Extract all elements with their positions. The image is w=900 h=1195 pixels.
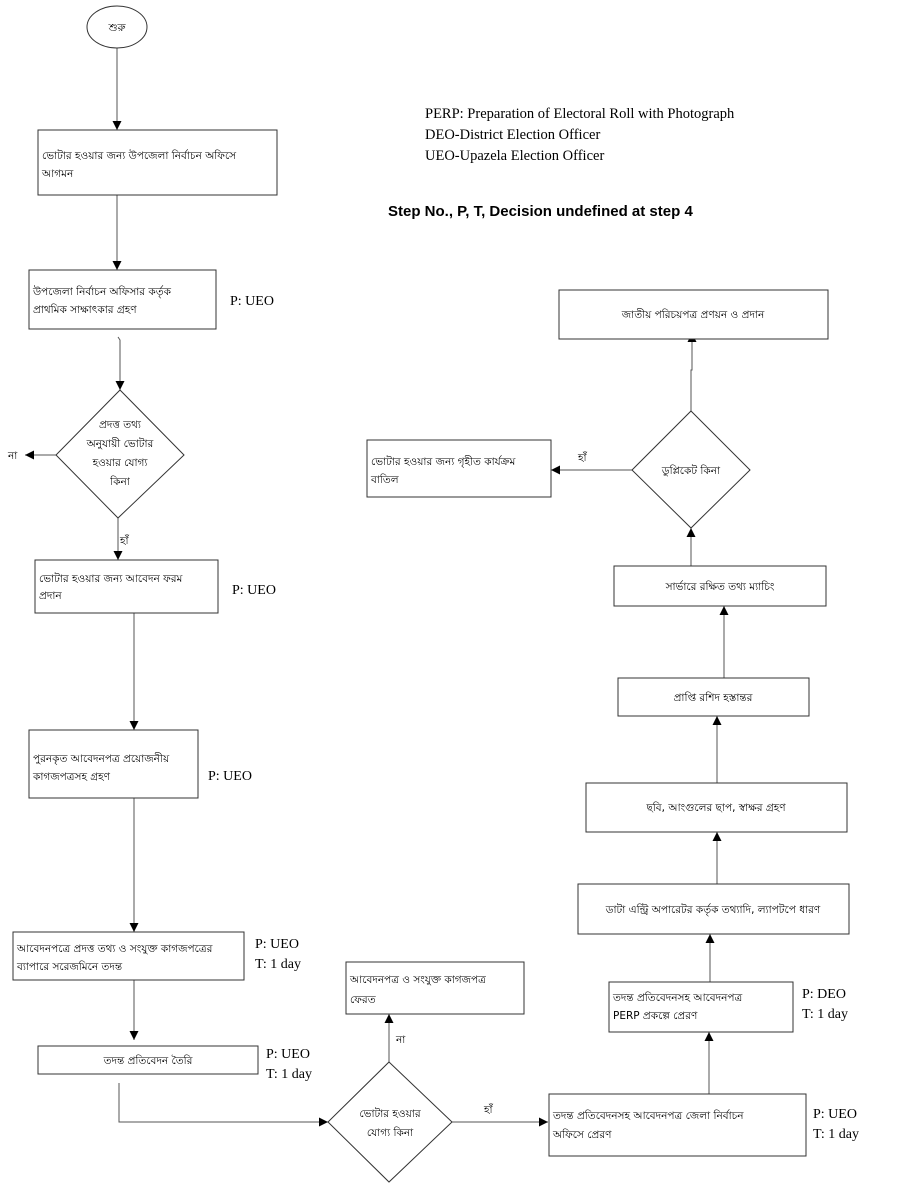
process-box bbox=[608, 981, 794, 1033]
legend-line-ueo: UEO-Upazela Election Officer bbox=[425, 148, 604, 164]
legend: PERP: Preparation of Electoral Roll with… bbox=[425, 106, 735, 164]
node-label: প্রাপ্তি রশিদ হস্তান্তর bbox=[674, 691, 754, 704]
decision-diamond bbox=[55, 389, 185, 519]
node-label: প্রাথমিক সাক্ষাৎকার গ্রহণ bbox=[33, 303, 137, 316]
process-capture: ছবি, আংগুলের ছাপ, স্বাক্ষর গ্রহণ bbox=[585, 782, 848, 833]
process-box bbox=[613, 565, 827, 607]
performer-label: P: UEO bbox=[230, 294, 274, 309]
decision-eligible: প্রদত্ত তথ্য অনুযায়ী ভোটার হওয়ার যোগ্য… bbox=[55, 389, 185, 519]
node-label: প্রদান bbox=[39, 590, 62, 602]
process-arrival: ভোটার হওয়ার জন্য উপজেলা নির্বাচন অফিসে … bbox=[37, 129, 278, 196]
node-label: ভোটার হওয়ার জন্য উপজেলা নির্বাচন অফিসে bbox=[42, 149, 237, 162]
edge-label-yes: হাঁ bbox=[577, 450, 588, 464]
process-receipt: প্রাপ্তি রশিদ হস্তান্তর bbox=[617, 677, 810, 717]
edge-label-yes: হাঁ bbox=[119, 533, 130, 547]
process-send-perp: তদন্ত প্রতিবেদনসহ আবেদনপত্র PERP প্রকল্প… bbox=[608, 981, 848, 1033]
legend-line-deo: DEO-District Election Officer bbox=[425, 127, 600, 143]
node-label: শুরু bbox=[107, 22, 126, 34]
process-form-provide: ভোটার হওয়ার জন্য আবেদন ফরম প্রদান P: UE… bbox=[34, 559, 276, 614]
legend-line-perp: PERP: Preparation of Electoral Roll with… bbox=[425, 106, 735, 122]
diagram-heading: Step No., P, T, Decision undefined at st… bbox=[388, 203, 693, 220]
node-label: উপজেলা নির্বাচন অফিসার কর্তৃক bbox=[32, 285, 172, 298]
node-label: হওয়ার যোগ্য bbox=[92, 457, 149, 469]
node-label: কাগজপত্রসহ গ্রহণ bbox=[32, 771, 111, 783]
process-box bbox=[28, 269, 217, 330]
process-box bbox=[37, 1045, 259, 1075]
node-label: অফিসে প্রেরণ bbox=[552, 1128, 612, 1141]
performer-label: P: UEO bbox=[266, 1047, 310, 1062]
edge-interview-decision bbox=[115, 336, 125, 390]
node-label: তদন্ত প্রতিবেদনসহ আবেদনপত্র জেলা নির্বাচ… bbox=[552, 1109, 744, 1122]
node-label: ডাটা এন্ট্রি অপারেটর কর্তৃক তথ্যাদি, ল্য… bbox=[605, 903, 821, 916]
process-box bbox=[345, 961, 525, 1015]
edge-report-qualify bbox=[118, 1083, 328, 1127]
time-label: T: 1 day bbox=[802, 1007, 848, 1022]
node-label: অনুযায়ী ভোটার bbox=[86, 437, 155, 450]
node-label: যোগ্য কিনা bbox=[367, 1126, 414, 1139]
process-box bbox=[366, 439, 552, 498]
time-label: T: 1 day bbox=[266, 1067, 312, 1082]
process-report: তদন্ত প্রতিবেদন তৈরি P: UEO T: 1 day bbox=[37, 1045, 312, 1082]
time-label: T: 1 day bbox=[813, 1127, 859, 1142]
process-cancel: ভোটার হওয়ার জন্য গৃহীত কার্যক্রম বাতিল bbox=[366, 439, 552, 498]
node-label: তদন্ত প্রতিবেদনসহ আবেদনপত্র bbox=[612, 991, 744, 1004]
node-label: পুরনকৃত আবেদনপত্র প্রয়োজনীয় bbox=[33, 752, 170, 765]
process-box bbox=[585, 782, 848, 833]
edge-label-no: না bbox=[7, 450, 18, 462]
node-label: ডুপ্লিকেট কিনা bbox=[661, 464, 721, 477]
edges bbox=[25, 48, 729, 1127]
node-label: ভোটার হওয়ার জন্য আবেদন ফরম bbox=[39, 572, 184, 585]
start-ellipse bbox=[86, 5, 148, 49]
process-matching: সার্ভারে রক্ষিত তথ্য ম্যাচিং bbox=[613, 565, 827, 607]
process-data-entry: ডাটা এন্ট্রি অপারেটর কর্তৃক তথ্যাদি, ল্য… bbox=[577, 883, 850, 935]
process-id-card: জাতীয় পরিচয়পত্র প্রণয়ন ও প্রদান bbox=[558, 289, 829, 340]
edge-duplicate-idcard bbox=[687, 333, 697, 411]
node-label: সার্ভারে রক্ষিত তথ্য ম্যাচিং bbox=[665, 580, 775, 593]
process-return-docs: আবেদনপত্র ও সংযুক্ত কাগজপত্র ফেরত bbox=[345, 961, 525, 1015]
node-label: আবেদনপত্র ও সংযুক্ত কাগজপত্র bbox=[349, 974, 487, 986]
start-node: শুরু bbox=[86, 5, 148, 49]
node-label: প্রদত্ত তথ্য bbox=[99, 419, 142, 431]
process-box bbox=[37, 129, 278, 196]
node-label: কিনা bbox=[109, 475, 131, 488]
edge-label-yes: হাঁ bbox=[483, 1102, 494, 1116]
process-send-district: তদন্ত প্রতিবেদনসহ আবেদনপত্র জেলা নির্বাচ… bbox=[548, 1093, 859, 1157]
time-label: T: 1 day bbox=[255, 957, 301, 972]
performer-label: P: UEO bbox=[232, 583, 276, 598]
decision-duplicate: ডুপ্লিকেট কিনা bbox=[631, 410, 751, 529]
performer-label: P: UEO bbox=[255, 937, 299, 952]
node-label: আগমন bbox=[41, 168, 74, 180]
node-label: ভোটার হওয়ার bbox=[359, 1107, 421, 1120]
decision-qualify: ভোটার হওয়ার যোগ্য কিনা bbox=[327, 1061, 453, 1183]
node-label: PERP প্রকল্পে প্রেরণ bbox=[613, 1010, 698, 1022]
node-label: তদন্ত প্রতিবেদন তৈরি bbox=[103, 1054, 194, 1067]
decision-diamond bbox=[631, 410, 751, 529]
decision-diamond bbox=[327, 1061, 453, 1183]
process-box bbox=[617, 677, 810, 717]
node-label: ফেরত bbox=[350, 994, 377, 1006]
node-label: ভোটার হওয়ার জন্য গৃহীত কার্যক্রম bbox=[371, 455, 516, 468]
process-interview: উপজেলা নির্বাচন অফিসার কর্তৃক প্রাথমিক স… bbox=[28, 269, 274, 330]
process-box bbox=[577, 883, 850, 935]
node-label: বাতিল bbox=[370, 473, 400, 486]
process-box bbox=[558, 289, 829, 340]
edge-label-no: না bbox=[395, 1034, 406, 1046]
process-form-receive: পুরনকৃত আবেদনপত্র প্রয়োজনীয় কাগজপত্রসহ… bbox=[28, 729, 252, 799]
process-investigation: আবেদনপত্রে প্রদত্ত তথ্য ও সংযুক্ত কাগজপত… bbox=[12, 931, 301, 981]
process-box bbox=[34, 559, 219, 614]
node-label: জাতীয় পরিচয়পত্র প্রণয়ন ও প্রদান bbox=[621, 308, 765, 321]
performer-label: P: UEO bbox=[208, 769, 252, 784]
node-label: ব্যাপারে সরেজমিনে তদন্ত bbox=[16, 960, 123, 973]
node-label: আবেদনপত্রে প্রদত্ত তথ্য ও সংযুক্ত কাগজপত… bbox=[16, 943, 214, 955]
process-box bbox=[12, 931, 245, 981]
process-box bbox=[28, 729, 199, 799]
process-box bbox=[548, 1093, 807, 1157]
performer-label: P: DEO bbox=[802, 987, 846, 1002]
node-label: ছবি, আংগুলের ছাপ, স্বাক্ষর গ্রহণ bbox=[645, 801, 786, 814]
performer-label: P: UEO bbox=[813, 1107, 857, 1122]
